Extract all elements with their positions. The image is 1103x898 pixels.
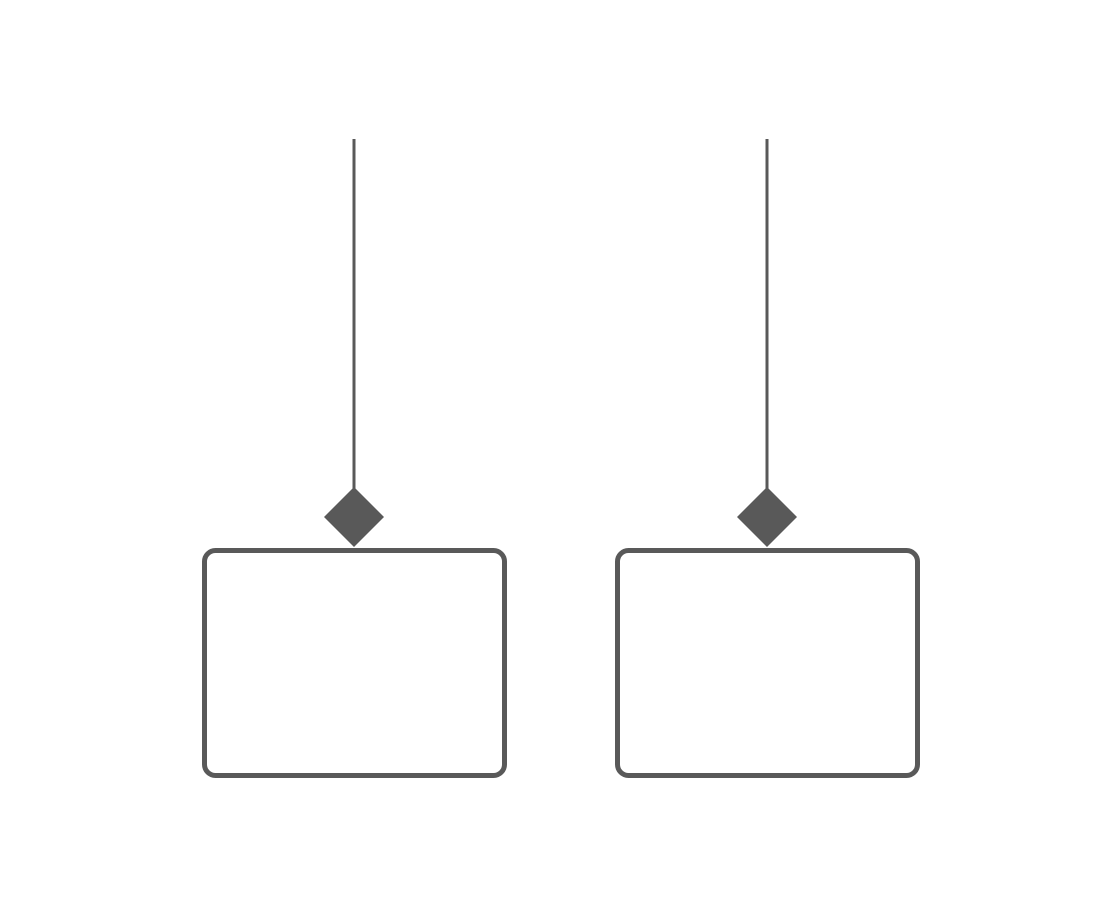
left-group: [202, 139, 507, 778]
left-node-box[interactable]: [202, 548, 507, 778]
right-group: [615, 139, 920, 778]
left-diamond-marker: [324, 487, 384, 547]
right-node-box[interactable]: [615, 548, 920, 778]
right-diamond-marker: [737, 487, 797, 547]
